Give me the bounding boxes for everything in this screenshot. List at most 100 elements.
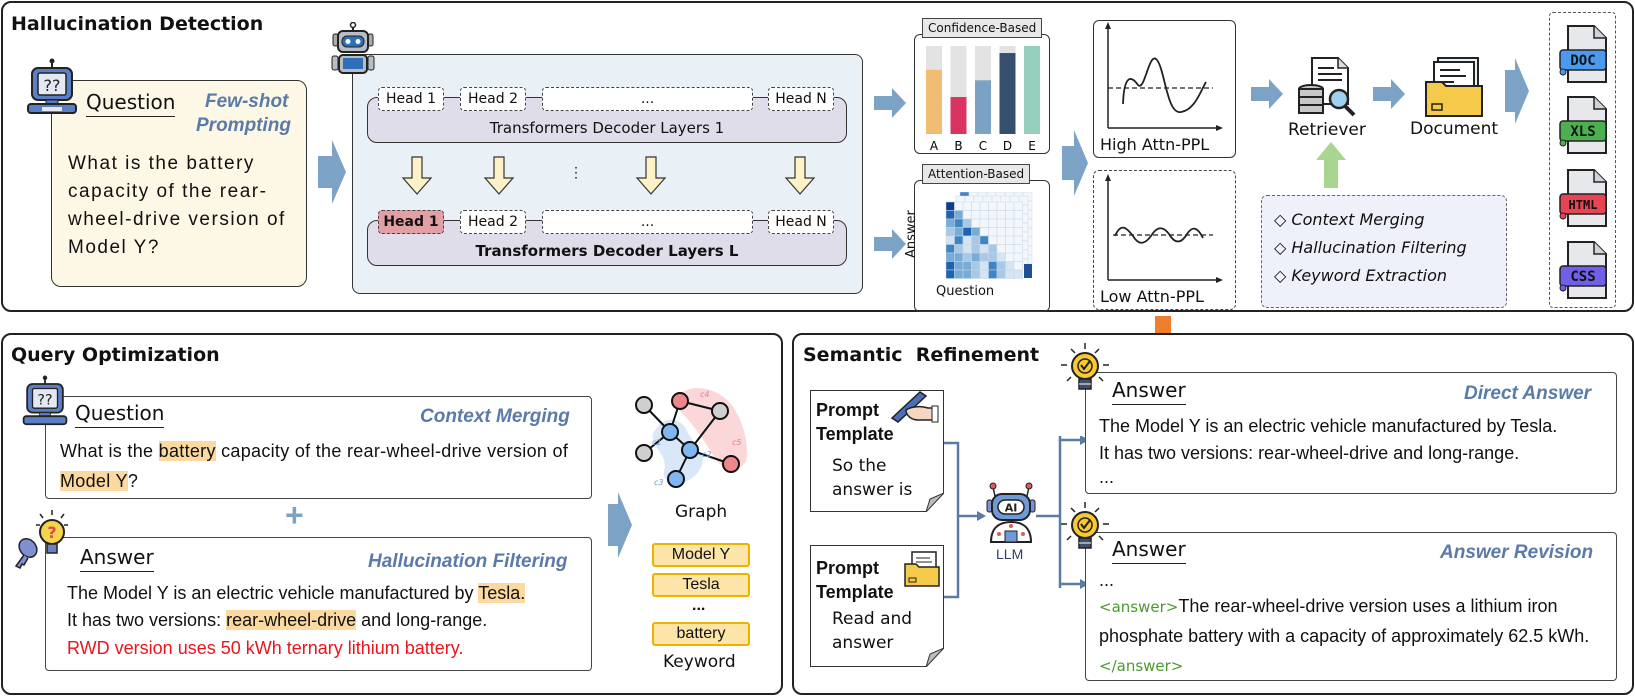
few-shot-question-text: What is the battery capacity of the rear…: [68, 153, 286, 258]
low-ppl-curve: [1105, 174, 1223, 283]
highlight-battery: battery: [158, 441, 216, 461]
ai-chip-label: AI: [1005, 502, 1018, 515]
highlight-tesla: Tesla.: [478, 583, 526, 603]
context-merging-question-card: [45, 396, 592, 499]
direct-answer-line-2: It has two versions: rear-wheel-drive an…: [1099, 443, 1520, 463]
cluster-label-c2: c2: [702, 450, 712, 459]
highlight-model-y: Model Y: [60, 471, 128, 491]
question-robot-icon: ??: [27, 58, 77, 114]
attention-heatmap: [945, 192, 1033, 279]
question-robot-icon: ??: [22, 375, 68, 426]
attention-map-title: Attention-Based: [922, 164, 1031, 184]
direct-answer-line-1: The Model Y is an electric vehicle manuf…: [1099, 416, 1558, 436]
pen-hand-icon: [890, 391, 939, 423]
arrow-to-confidence-icon: [874, 88, 906, 118]
folder-icon: [904, 551, 940, 587]
question-header: Question: [75, 401, 165, 428]
page-curl-icon: [926, 493, 944, 512]
file-html-icon: HTML: [1559, 169, 1607, 227]
high-ppl-curve: [1105, 22, 1223, 131]
direct-answer-tag: Direct Answer: [1464, 383, 1592, 404]
answer-header: Answer: [1112, 537, 1186, 564]
diamond-icon: ◇: [1274, 238, 1292, 257]
answer-header: Answer: [80, 545, 154, 572]
prompt-to-llm-connectors: [944, 440, 1062, 599]
arrow-to-ppl-icon: [1062, 130, 1088, 196]
keyword-model-y: Model Y: [652, 543, 750, 567]
layerL-label: Transformers Decoder Layers L: [475, 242, 739, 260]
key-bulb-icon: ?: [14, 510, 68, 570]
layerL-head-ellipsis: ...: [542, 210, 753, 234]
layerL-head-2: Head 2: [460, 210, 526, 234]
attention-grid-front: [945, 201, 1023, 279]
page-curl-icon: [926, 648, 944, 667]
cluster-label-c1: c1: [652, 438, 662, 447]
document-label: Document: [1410, 119, 1499, 139]
cluster-label-c4: c4: [700, 390, 710, 399]
hallucination-filtering-answer-card: [45, 537, 592, 671]
confidence-bar-label: D: [1003, 139, 1012, 153]
svg-text:XLS: XLS: [1570, 124, 1595, 140]
semantic-refinement-title: Semantic Refinement: [803, 344, 1040, 366]
check-bulb-icon: [1061, 343, 1109, 390]
confidence-bar-label: C: [979, 139, 987, 153]
answer-header: Answer: [1112, 378, 1186, 405]
retriever-icon: [1298, 57, 1356, 117]
arrow-up-green-icon: [1316, 142, 1346, 188]
direct-answer-card: [1085, 372, 1617, 494]
keyword-tesla: Tesla: [652, 573, 750, 597]
high-ppl-frame: [1093, 20, 1236, 158]
decoder-robot-icon: [331, 22, 375, 74]
arrow-to-document-icon: [1373, 79, 1405, 109]
cluster-c4-c5: [676, 388, 748, 469]
confidence-chart-title: Confidence-Based: [922, 18, 1043, 38]
hallucinated-claim: RWD version uses 50 kWh ternary lithium …: [67, 638, 464, 658]
arrow-right-icon: [318, 140, 346, 204]
llm-label: LLM: [996, 546, 1024, 562]
attention-question-label: Question: [936, 284, 995, 299]
strategies-box: [1261, 195, 1507, 308]
svg-text:CSS: CSS: [1570, 269, 1595, 285]
layer1-head-n: Head N: [768, 87, 834, 111]
confidence-bar-c: [975, 80, 991, 134]
confidence-bar-label: A: [930, 139, 939, 153]
question-header: Question: [86, 90, 176, 117]
file-xls-icon: XLS: [1559, 96, 1607, 154]
few-shot-tag-line2: Prompting: [196, 115, 291, 136]
high-ppl-label: High Attn-PPL: [1100, 135, 1210, 154]
diamond-icon: ◇: [1274, 266, 1292, 285]
answer-revision-card: [1085, 532, 1617, 681]
revision-text: <answer>The rear-wheel-drive version use…: [1099, 596, 1590, 675]
arrow-to-graph-icon: [608, 492, 632, 558]
answer-line-1: The Model Y is an electric vehicle manuf…: [67, 583, 526, 603]
graph-label: Graph: [675, 502, 728, 522]
confidence-bar-e: [1024, 46, 1040, 134]
attention-cell: [1024, 264, 1032, 278]
document-folder-icon: [1425, 57, 1483, 117]
plus-icon: +: [285, 497, 304, 533]
context-merging-tag: Context Merging: [420, 406, 570, 427]
cluster-label-c3: c3: [654, 478, 664, 487]
file-types-box: [1549, 12, 1616, 308]
layerL-head-1: Head 1: [378, 210, 444, 234]
keyword-ellipsis: ...: [692, 597, 706, 614]
answer-line-2: It has two versions: rear-wheel-drive an…: [67, 610, 488, 630]
svg-text:HTML: HTML: [1569, 198, 1598, 212]
diamond-icon: ◇: [1274, 210, 1292, 229]
strategy-context-merging: ◇ Context Merging: [1274, 210, 1425, 229]
answer-revision-tag: Answer Revision: [1440, 542, 1594, 563]
confidence-bar-d: [999, 53, 1016, 134]
layer1-head-1: Head 1: [378, 87, 444, 111]
layer1-head-2: Head 2: [460, 87, 526, 111]
file-doc-icon: DOC: [1559, 25, 1607, 83]
layer1-head-ellipsis: ...: [542, 87, 753, 111]
hallucination-filtering-tag: Hallucination Filtering: [368, 551, 568, 572]
llm-robot-icon: AI: [986, 482, 1036, 543]
retriever-label: Retriever: [1288, 120, 1366, 140]
layers-vertical-ellipsis: ⋮: [569, 164, 583, 180]
